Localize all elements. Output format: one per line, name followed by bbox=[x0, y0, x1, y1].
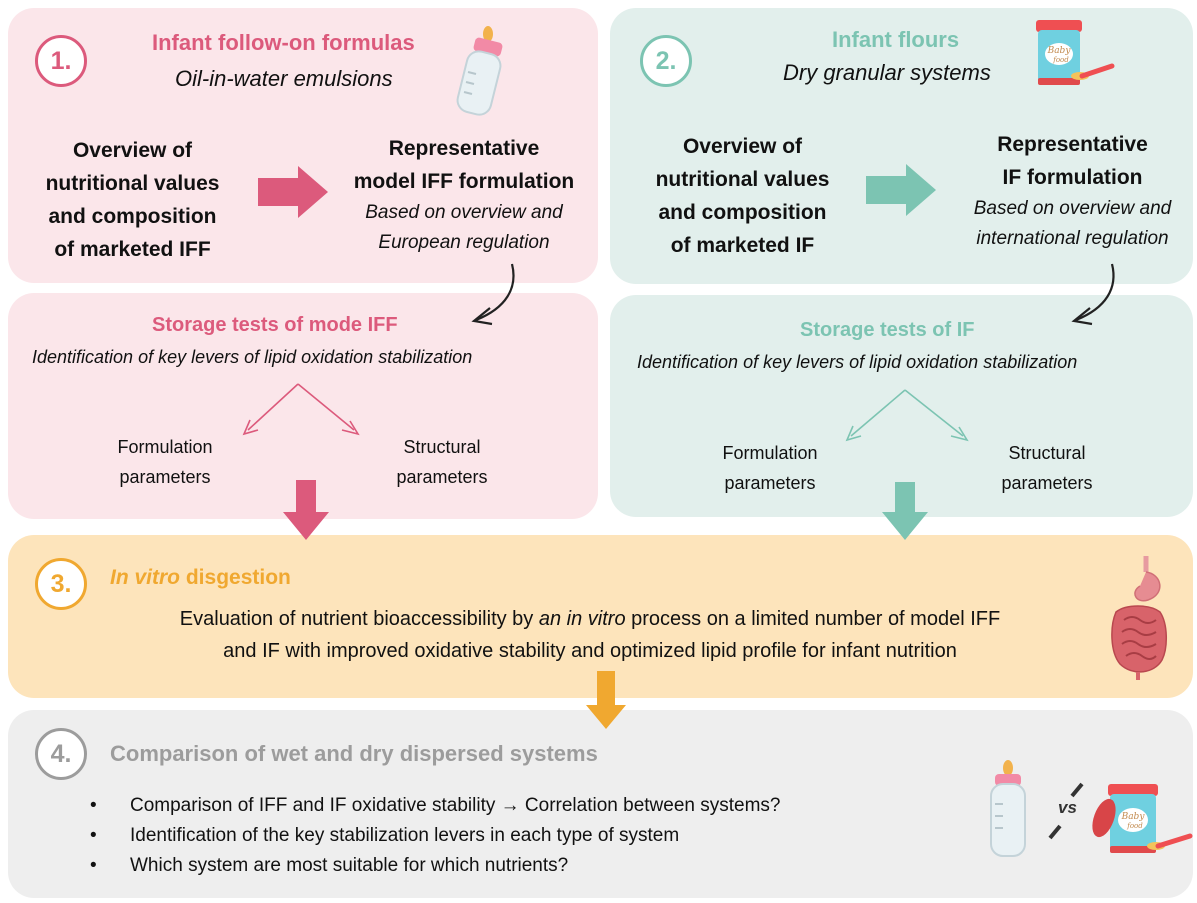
param-line: Formulation bbox=[117, 437, 213, 457]
param-line: parameters bbox=[119, 467, 211, 487]
step1-overview-line: of marketed IFF bbox=[54, 238, 211, 261]
vs-label: vs bbox=[1058, 798, 1077, 817]
step3-line2: and IF with improved oxidative stability… bbox=[223, 640, 957, 662]
step1-number: 1. bbox=[50, 46, 72, 75]
baby-bottle-icon bbox=[456, 26, 503, 116]
step1-model-title-line: Representative bbox=[388, 137, 540, 160]
step3-line1-italic: an in vitro bbox=[538, 608, 626, 630]
step1-down-arrow bbox=[283, 480, 329, 540]
step2-overview-text: Overview of nutritional values and compo… bbox=[635, 130, 850, 262]
step2-overview-line: nutritional values bbox=[655, 168, 830, 191]
step2-overview-line: of marketed IF bbox=[670, 234, 815, 257]
step4-bullet-list: • Comparison of IFF and IF oxidative stab… bbox=[90, 791, 781, 881]
step2-split-arrows bbox=[845, 389, 969, 442]
step3-title-italic: In vitro bbox=[110, 566, 181, 589]
baby-food-jar-icon: Baby food bbox=[1092, 784, 1193, 853]
step2-model-note-line: Based on overview and bbox=[973, 198, 1172, 219]
param-line: parameters bbox=[396, 467, 488, 487]
bullet-text: Comparison of IFF and IF oxidative stabi… bbox=[130, 795, 781, 816]
bullet-symbol: • bbox=[90, 855, 97, 876]
jar-label-line: Baby bbox=[1121, 812, 1146, 822]
step1-model-note-line: European regulation bbox=[378, 232, 550, 253]
step1-storage-note: Identification of key levers of lipid ox… bbox=[32, 347, 473, 367]
step2-param-structural: Structural parameters bbox=[967, 438, 1127, 498]
step3-down-arrow bbox=[586, 671, 626, 729]
step2-overview-line: and composition bbox=[658, 201, 827, 224]
bullet-symbol: • bbox=[90, 795, 97, 816]
step1-title: Infant follow-on formulas bbox=[152, 30, 415, 55]
list-item: • Comparison of IFF and IF oxidative stab… bbox=[90, 791, 781, 821]
step2-storage-note: Identification of key levers of lipid ox… bbox=[637, 352, 1078, 372]
param-line: parameters bbox=[724, 473, 816, 493]
step1-overview-text: Overview of nutritional values and compo… bbox=[30, 134, 235, 266]
step2-number-badge: 2. bbox=[640, 35, 692, 87]
step2-curved-arrow bbox=[1071, 263, 1115, 326]
jar-label-line: Baby bbox=[1047, 46, 1072, 56]
step4-title: Comparison of wet and dry dispersed syst… bbox=[110, 741, 598, 766]
step2-number: 2. bbox=[655, 46, 677, 75]
step1-model-block: Representative model IFF formulation Bas… bbox=[333, 132, 595, 258]
step3-title-rest: disgestion bbox=[180, 566, 291, 589]
step3-line1-a: Evaluation of nutrient bioaccessibility … bbox=[179, 608, 539, 630]
digestive-system-icon bbox=[1111, 556, 1167, 680]
step1-right-arrow bbox=[258, 166, 328, 218]
step1-param-structural: Structural parameters bbox=[362, 432, 522, 492]
step4-number-badge: 4. bbox=[35, 728, 87, 780]
step1-storage-title: Storage tests of mode IFF bbox=[152, 314, 398, 336]
step2-overview-line: Overview of bbox=[682, 135, 803, 158]
step2-param-formulation: Formulation parameters bbox=[695, 438, 845, 498]
step4-number: 4. bbox=[50, 739, 72, 768]
step1-number-badge: 1. bbox=[35, 35, 87, 87]
step3-description: Evaluation of nutrient bioaccessibility … bbox=[60, 603, 1120, 667]
step2-title: Infant flours bbox=[832, 27, 960, 52]
step1-split-arrows bbox=[242, 383, 360, 436]
bullet-symbol: • bbox=[90, 825, 97, 846]
step2-model-block: Representative IF formulation Based on o… bbox=[945, 128, 1197, 254]
step3-title: In vitro disgestion bbox=[110, 566, 291, 590]
vs-divider bbox=[1048, 782, 1084, 840]
step3-line1: Evaluation of nutrient bioaccessibility … bbox=[60, 603, 1120, 635]
step2-storage-title: Storage tests of IF bbox=[800, 319, 975, 341]
step2-down-arrow bbox=[882, 482, 928, 540]
step2-subtitle: Dry granular systems bbox=[783, 60, 991, 85]
jar-label-line: food bbox=[1052, 56, 1069, 64]
step1-model-note-line: Based on overview and bbox=[365, 202, 563, 223]
step1-overview-line: nutritional values bbox=[45, 172, 220, 195]
digestion-panel bbox=[8, 535, 1193, 698]
jar-label-line: food bbox=[1126, 822, 1143, 830]
step1-model-title-line: model IFF formulation bbox=[353, 170, 575, 193]
bullet-text: Identification of the key stabilization … bbox=[130, 825, 680, 846]
list-item: • Identification of the key stabilization… bbox=[90, 821, 781, 851]
step2-model-note-line: international regulation bbox=[976, 228, 1169, 249]
baby-bottle-icon bbox=[990, 760, 1026, 857]
step3-number: 3. bbox=[50, 569, 72, 598]
step1-curved-arrow bbox=[471, 263, 515, 326]
step1-subtitle: Oil-in-water emulsions bbox=[175, 66, 393, 91]
step2-model-title-line: IF formulation bbox=[1002, 166, 1143, 189]
if-storage-panel bbox=[610, 295, 1193, 517]
bullet-text: Which system are most suitable for which… bbox=[130, 855, 569, 876]
param-line: parameters bbox=[1001, 473, 1093, 493]
param-line: Structural bbox=[403, 437, 481, 457]
if-formulation-panel bbox=[610, 8, 1193, 284]
param-line: Structural bbox=[1008, 443, 1086, 463]
param-line: Formulation bbox=[722, 443, 818, 463]
step1-overview-line: Overview of bbox=[72, 139, 193, 162]
step1-overview-line: and composition bbox=[48, 205, 217, 228]
step3-number-badge: 3. bbox=[35, 558, 87, 610]
baby-food-jar-icon: Baby food bbox=[1036, 20, 1115, 85]
list-item: • Which system are most suitable for whic… bbox=[90, 851, 781, 881]
step1-param-formulation: Formulation parameters bbox=[90, 432, 240, 492]
step2-right-arrow bbox=[866, 164, 936, 216]
step2-model-title-line: Representative bbox=[997, 133, 1148, 156]
step3-line1-b: process on a limited number of model IFF bbox=[625, 608, 1001, 630]
